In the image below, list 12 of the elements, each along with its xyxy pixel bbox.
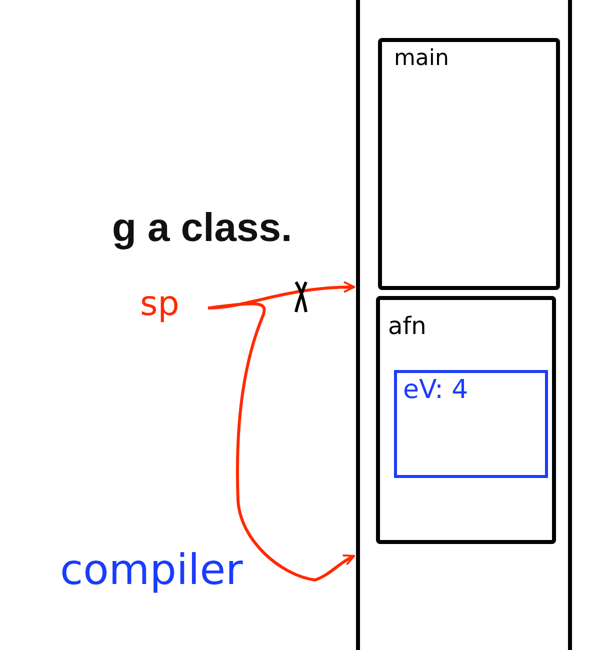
- stack-frame: [376, 296, 556, 544]
- arrow: [208, 302, 355, 582]
- frame-label: main: [394, 46, 449, 71]
- stack-column: [356, 0, 572, 650]
- heading-text: g a class.: [112, 206, 292, 251]
- variable-box: [394, 370, 548, 478]
- stack-frame: [378, 38, 560, 290]
- arrow: [208, 281, 355, 310]
- frame-label: afn: [388, 312, 426, 340]
- pointer-label: sp: [140, 284, 204, 328]
- annotation-text: compiler: [60, 545, 280, 605]
- frame-label: eV: 4: [403, 375, 468, 405]
